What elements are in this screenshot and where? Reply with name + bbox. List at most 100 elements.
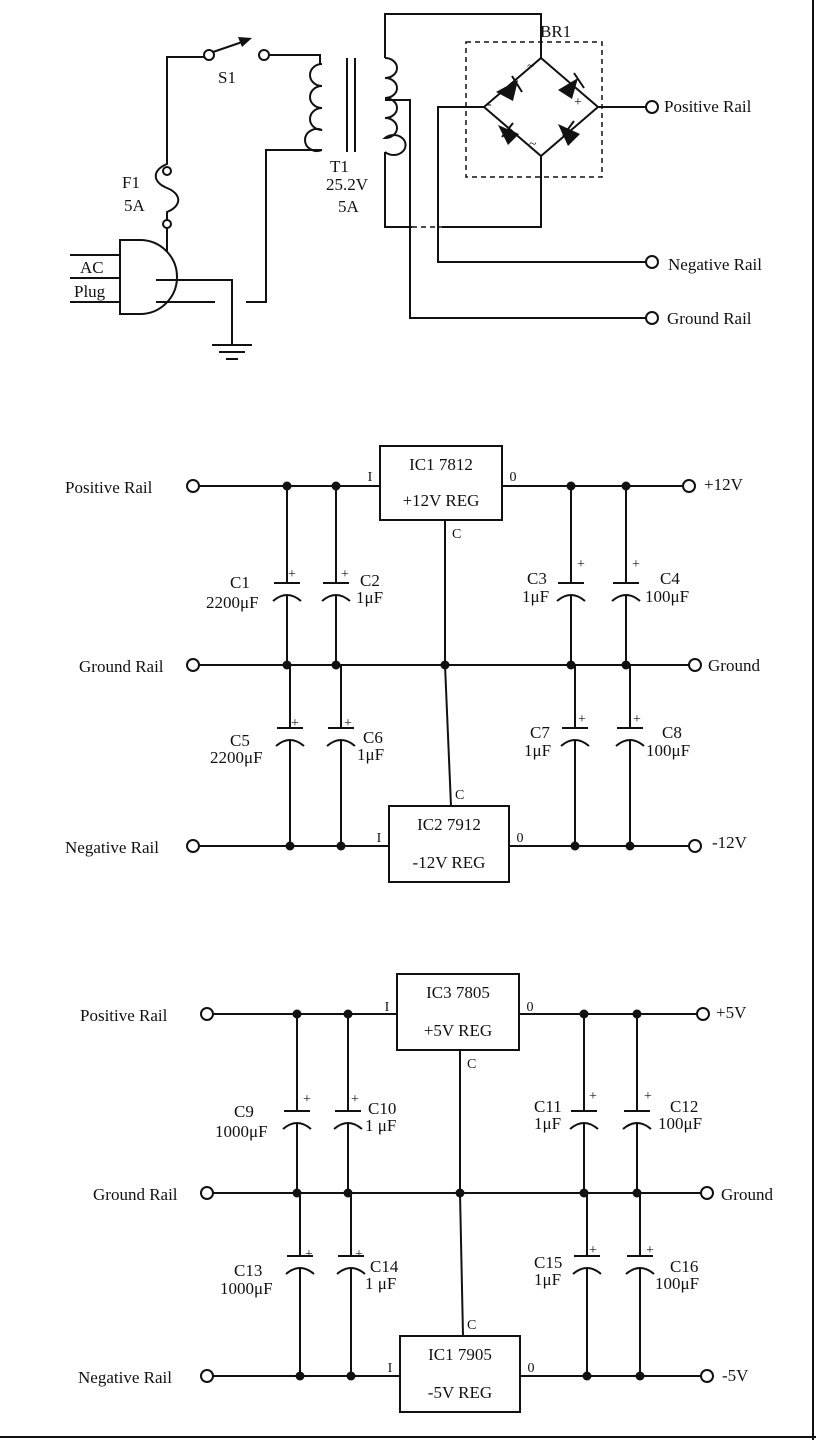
capacitor-polarity-c2: + [341,567,349,582]
output-positive-voltage-label: +12V [704,475,744,494]
positive-rail-terminal [645,100,659,114]
negative-rail-output-label: Negative Rail [668,255,762,274]
bridge-br1-label: BR1 [540,22,571,41]
capacitor-name-c6: C6 [363,728,383,747]
transformer-t1-label: T1 [330,157,349,176]
positive-rail-output-label: Positive Rail [664,97,752,116]
input-negative-rail-label: Negative Rail [78,1368,172,1387]
capacitor-c7-symbol [560,665,590,846]
capacitor-polarity-c6: + [344,716,352,731]
input-negative-terminal [186,839,200,853]
transformer-t1-voltage: 25.2V [326,175,369,194]
capacitor-c12-symbol [622,1014,652,1193]
capacitor-c16-symbol [625,1193,655,1376]
output-ground-terminal [700,1186,714,1200]
bridge-minus-mark: - [487,97,492,112]
capacitor-name-c4: C4 [660,569,680,588]
ac-plug-label-line2: Plug [74,282,106,301]
capacitor-c9-symbol [282,1014,312,1193]
ground-rail-terminal [645,311,659,325]
capacitor-value-c8: 100μF [646,741,690,760]
bridge-br1-diodes [482,56,600,158]
capacitor-c10-symbol [333,1014,363,1193]
capacitor-value-c1: 2200μF [206,593,259,612]
capacitor-polarity-c1: + [288,567,296,582]
capacitor-name-c13: C13 [234,1261,262,1280]
capacitor-name-c16: C16 [670,1257,698,1276]
capacitor-name-c11: C11 [534,1097,562,1116]
output-ground-terminal [688,658,702,672]
capacitor-value-c6: 1μF [357,745,384,764]
capacitor-polarity-c15: + [589,1243,597,1258]
capacitor-value-c3: 1μF [522,587,549,606]
bridge-plus-mark: + [574,95,582,110]
regulator-top-ic-pin-common: C [467,1057,476,1072]
output-positive-voltage-label: +5V [716,1003,747,1022]
input-ground-terminal [200,1186,214,1200]
capacitor-c4-symbol [611,486,641,665]
regulator-bottom-ic-pin-output: 0 [528,1361,535,1376]
capacitor-value-c15: 1μF [534,1270,561,1289]
output-negative-voltage-label: -5V [722,1366,749,1385]
output-ground-label: Ground [721,1185,773,1204]
input-positive-rail-label: Positive Rail [65,478,153,497]
output-negative-terminal [688,839,702,853]
regulator-top-ic-name: IC1 7812 [409,455,473,474]
fuse-f1-label: F1 [122,173,140,192]
regulator-bottom-ic-name: IC2 7912 [417,815,481,834]
capacitor-polarity-c14: + [355,1247,363,1262]
capacitor-polarity-c9: + [303,1092,311,1107]
capacitor-value-c7: 1μF [524,741,551,760]
regulator-top-ic-pin-common: C [452,527,461,542]
capacitor-c15-symbol [572,1193,602,1376]
capacitor-c14-symbol [336,1193,366,1376]
input-ground-rail-label: Ground Rail [79,657,164,676]
capacitor-name-c10: C10 [368,1099,396,1118]
regulator-bottom-ic-pin-common: C [467,1318,476,1333]
bridge-ac-mark-bottom: ~ [529,137,537,152]
fuse-f1-rating: 5A [124,196,146,215]
switch-s1-symbol [203,37,270,61]
capacitor-polarity-c13: + [305,1247,313,1262]
capacitor-polarity-c10: + [351,1092,359,1107]
capacitor-name-c1: C1 [230,573,250,592]
negative-rail-terminal [645,255,659,269]
regulator-top-ic-pin-output: 0 [510,470,517,485]
capacitor-polarity-c16: + [646,1243,654,1258]
capacitor-c6-symbol [326,665,356,846]
transformer-t1-current: 5A [338,197,360,216]
regulator-bottom-ic-pin-input: I [388,1361,393,1376]
capacitor-c5-symbol [275,665,305,846]
capacitor-value-c14: 1 μF [365,1274,396,1293]
capacitor-value-c16: 100μF [655,1274,699,1293]
capacitor-polarity-c12: + [644,1089,652,1104]
output-negative-terminal [700,1369,714,1383]
capacitor-value-c13: 1000μF [220,1279,273,1298]
capacitor-c13-symbol [285,1193,315,1376]
capacitor-name-c14: C14 [370,1257,399,1276]
output-positive-terminal [696,1007,710,1021]
capacitor-polarity-c11: + [589,1089,597,1104]
input-ground-rail-label: Ground Rail [93,1185,178,1204]
regulator-bottom-ic-pin-output: 0 [517,831,524,846]
capacitor-polarity-c7: + [578,712,586,727]
switch-s1-label: S1 [218,68,236,87]
capacitor-name-c3: C3 [527,569,547,588]
fuse-f1-symbol [154,56,204,228]
capacitor-polarity-c4: + [632,557,640,572]
capacitor-name-c12: C12 [670,1097,698,1116]
capacitor-c11-symbol [569,1014,599,1193]
capacitor-c1-symbol [272,486,302,665]
ground-rail-output-label: Ground Rail [667,309,752,328]
capacitor-name-c9: C9 [234,1102,254,1121]
capacitor-name-c2: C2 [360,571,380,590]
capacitor-polarity-c8: + [633,712,641,727]
capacitor-value-c9: 1000μF [215,1122,268,1141]
input-negative-terminal [200,1369,214,1383]
